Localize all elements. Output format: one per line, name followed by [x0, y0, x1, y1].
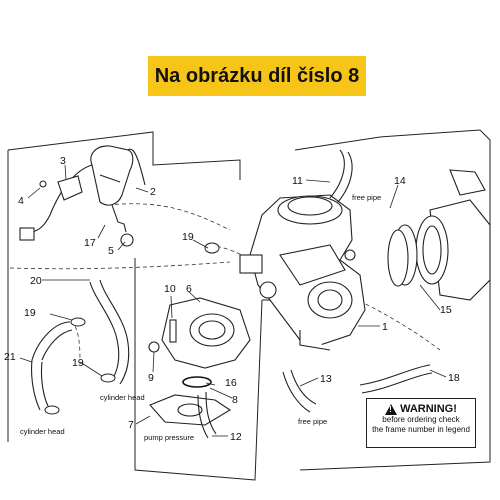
callout-3: 3 — [60, 155, 66, 167]
warning-line-2: the frame number in legend — [372, 425, 470, 434]
callout-9: 9 — [148, 372, 154, 384]
callout-19-top: 19 — [182, 231, 194, 243]
part-pipe-18 — [359, 364, 433, 394]
part-sensor-assembly — [19, 145, 146, 247]
part-pipe-13 — [282, 369, 317, 413]
callout-11: 11 — [292, 175, 303, 187]
callout-14: 14 — [394, 175, 406, 187]
part-number-banner: Na obrázku díl číslo 8 — [148, 56, 366, 96]
callout-2: 2 — [150, 186, 156, 198]
warning-box: ! WARNING! before ordering check the fra… — [366, 398, 476, 448]
part-pipe-20 — [89, 279, 130, 385]
part-carburetor-body — [239, 194, 366, 351]
text-notes: free pipe free pipe cylinder head cylind… — [20, 193, 381, 442]
callout-17: 17 — [84, 237, 96, 249]
callout-4: 4 — [18, 195, 24, 207]
callout-8: 8 — [232, 394, 238, 406]
callout-10: 10 — [164, 283, 176, 295]
warning-triangle-icon: ! — [385, 403, 398, 415]
frame-outline — [7, 129, 491, 481]
callout-13: 13 — [320, 373, 332, 385]
part-gasket-7 — [149, 394, 232, 426]
clamps-19 — [44, 242, 220, 415]
part-clamp-8 — [182, 376, 212, 388]
callout-5: 5 — [108, 245, 114, 257]
note-pump-pressure: pump pressure — [144, 433, 194, 442]
callout-15: 15 — [440, 304, 452, 316]
part-pipe-12 — [197, 391, 217, 439]
part-pipe-21 — [31, 321, 73, 411]
callout-20: 20 — [30, 275, 42, 287]
banner-title: Na obrázku díl číslo 8 — [154, 64, 360, 87]
callout-19-left: 19 — [24, 307, 36, 319]
callout-numbers: 1 2 3 4 5 6 7 8 9 10 11 12 13 14 15 16 1… — [4, 155, 460, 443]
warning-line-1: before ordering check — [382, 415, 460, 424]
callout-19-bottom: 19 — [72, 357, 84, 369]
note-cylinder-head-b: cylinder head — [20, 427, 65, 436]
part-bracket-3 — [39, 175, 83, 201]
callout-18: 18 — [448, 372, 460, 384]
leader-lines — [19, 164, 447, 437]
callout-7: 7 — [128, 419, 134, 431]
callout-6: 6 — [186, 283, 192, 295]
note-cylinder-head-a: cylinder head — [100, 393, 145, 402]
note-free-pipe-bottom: free pipe — [298, 417, 327, 426]
note-free-pipe-top: free pipe — [352, 193, 381, 202]
callout-16: 16 — [225, 377, 237, 389]
part-screws-9-10 — [148, 319, 177, 353]
part-pipe-11 — [329, 149, 353, 203]
callout-1: 1 — [382, 321, 388, 333]
part-air-connector-15 — [387, 169, 491, 301]
callout-21: 21 — [4, 351, 16, 363]
part-intake-manifold-6 — [161, 297, 251, 369]
warning-title: WARNING! — [400, 403, 457, 415]
callout-12: 12 — [230, 431, 242, 443]
